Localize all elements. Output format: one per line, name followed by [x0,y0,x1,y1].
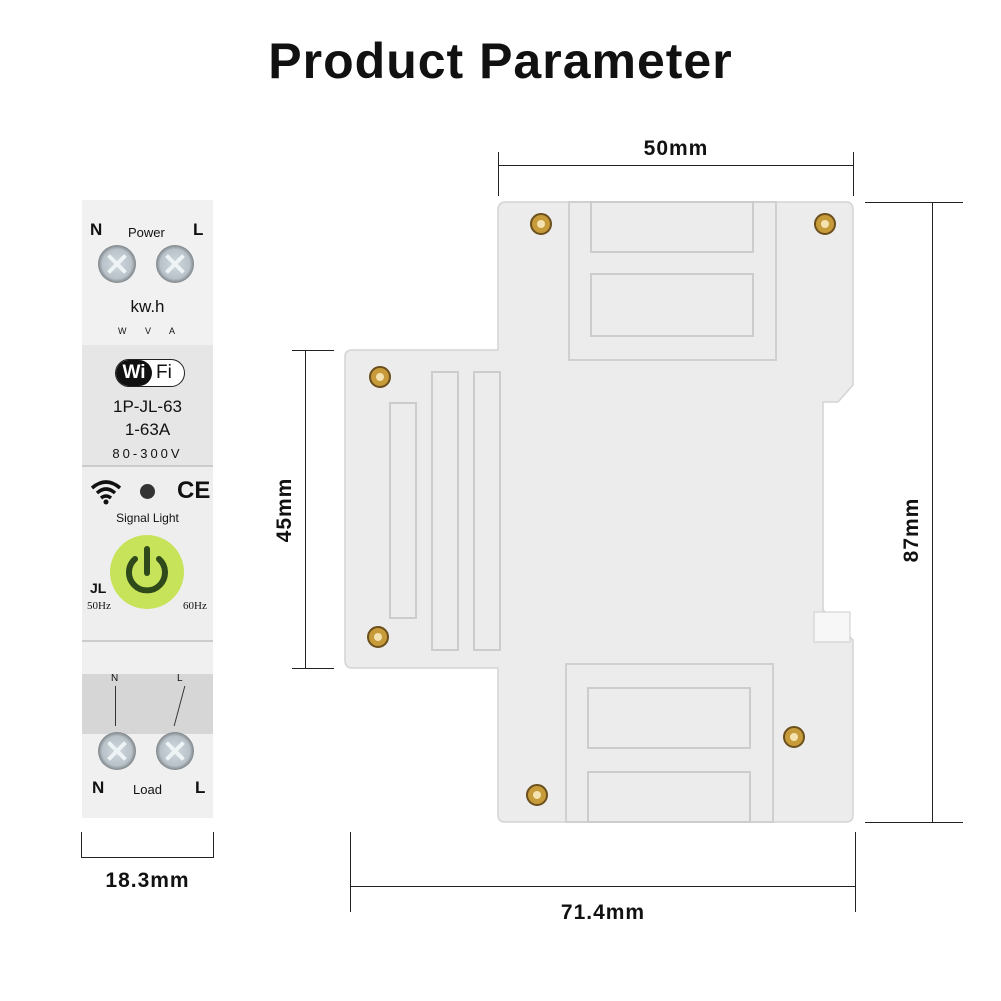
signal-light-led [140,484,155,499]
rib [389,402,417,619]
model-label: 1P-JL-63 [113,397,182,416]
top-l-label: L [193,220,204,239]
dim-tick [292,350,334,351]
voltage-label: 80-300V [112,446,183,461]
bottom-n-small-label: N [111,673,119,684]
hz50-label: 50Hz [87,600,111,612]
device-front-view: N Power L kw.h W V A Wi Fi 1P-JL-63 1-63… [82,200,213,818]
wifi-logo: Wi Fi [115,359,185,387]
screw-icon [156,732,194,770]
wifi-logo-fi: Fi [156,362,172,383]
load-label: Load [133,782,162,797]
dim-tick [350,832,351,912]
a-label: A [169,326,176,336]
dim-label-module-width: 18.3mm [105,869,190,892]
wifi-logo-wi: Wi [116,360,152,386]
wifi-signal-icon [90,480,122,505]
device-side-view [344,201,854,823]
rib [431,371,459,651]
dim-tick [498,152,499,196]
current-label: 1-63A [124,420,171,439]
bottom-l-small-label: L [177,673,183,684]
dim-tick [292,668,334,669]
kwh-label: kw.h [130,297,165,316]
ce-mark: CE [177,477,211,504]
dim-label-ext-height: 45mm [273,477,296,543]
dim-line-ext-height [305,350,306,668]
rib [473,371,501,651]
power-label: Power [128,225,165,240]
dim-tick [853,152,854,196]
dim-tick [855,832,856,912]
screw-icon [156,245,194,283]
din-clip [813,611,851,643]
dim-tick [213,832,214,858]
bottom-n-label: N [92,778,105,797]
bottom-l-label: L [195,778,206,797]
power-icon [126,546,168,594]
dim-tick [81,832,82,858]
control-section: CE Signal Light JL 50Hz 60Hz [82,467,213,642]
v-label: V [145,326,152,336]
dim-tick [865,822,963,823]
hz60-label: 60Hz [183,600,207,612]
wiring-line [115,686,116,726]
bottom-terminal-section: N L N Load L [82,642,213,818]
dim-line-depth [350,886,856,887]
label-section: Wi Fi 1P-JL-63 1-63A 80-300V [82,345,213,467]
dim-line-height [932,202,933,822]
signal-light-label: Signal Light [116,511,179,525]
dim-line-width [498,165,854,166]
screw-icon [98,732,136,770]
brand-label: JL [90,580,107,596]
screw-icon [98,245,136,283]
top-terminal-section: N Power L kw.h W V A [82,200,213,345]
top-n-label: N [90,220,103,239]
dim-label-width: 50mm [643,137,709,160]
power-button[interactable] [110,535,184,609]
dim-tick [865,202,963,203]
side-housing [344,201,854,823]
dim-line-module-width [81,857,214,858]
page-title: Product Parameter [268,33,733,89]
dim-label-height: 87mm [900,497,923,563]
w-label: W [118,326,127,336]
dim-label-depth: 71.4mm [560,901,646,924]
terminal-channel [82,674,213,734]
